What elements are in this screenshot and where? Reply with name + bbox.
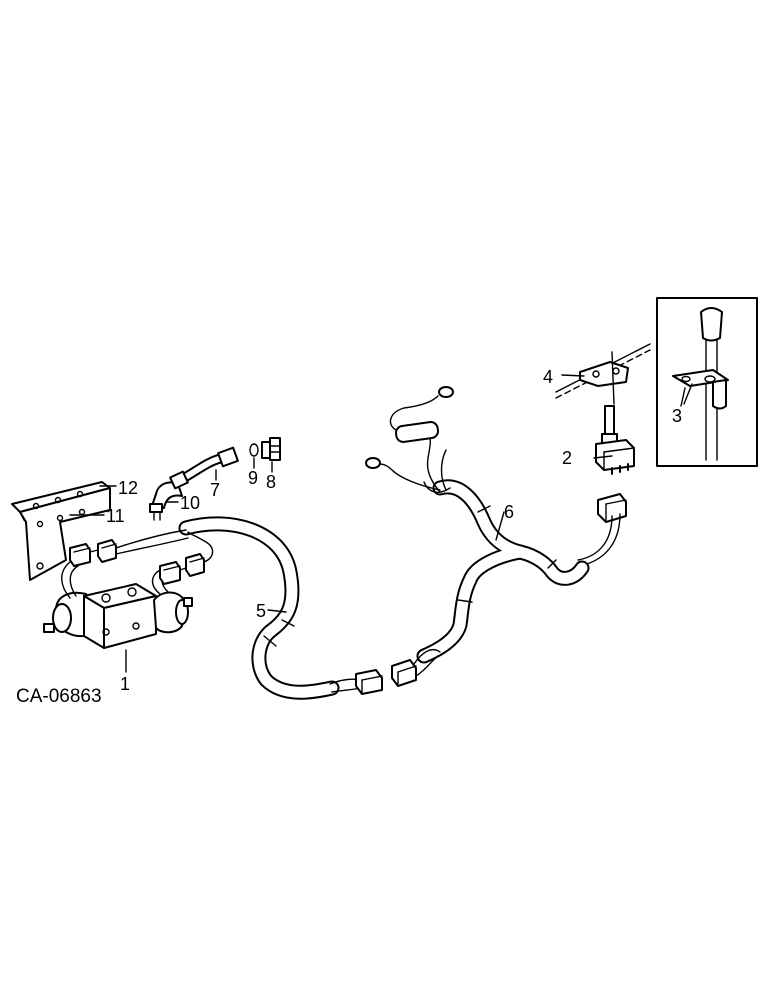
toggle-switch — [595, 405, 635, 475]
harness-six — [416, 479, 590, 664]
callout-2: 2 — [562, 448, 572, 468]
callout-3: 3 — [672, 406, 682, 426]
callout-5: 5 — [256, 601, 266, 621]
drawing-reference: CA-06863 — [16, 686, 102, 707]
callout-12: 12 — [118, 478, 138, 498]
solenoid-wiring — [61, 529, 214, 599]
fittings — [149, 437, 281, 521]
callout-9: 9 — [248, 468, 258, 488]
mounting-bracket — [11, 481, 111, 581]
callout-labels: 1 2 3 4 5 6 7 8 9 10 11 12 — [106, 367, 682, 694]
ring-terminals — [365, 386, 454, 493]
callout-10: 10 — [180, 493, 200, 513]
switch-plate — [555, 343, 651, 405]
leader-lines — [69, 374, 693, 673]
switch-connector — [577, 493, 627, 567]
callout-6: 6 — [504, 502, 514, 522]
solenoid-valve — [43, 583, 193, 649]
detail-inset — [656, 297, 758, 467]
callout-8: 8 — [266, 472, 276, 492]
callout-11: 11 — [106, 506, 125, 526]
callout-1: 1 — [120, 674, 130, 694]
middle-connectors — [329, 648, 441, 695]
callout-7: 7 — [210, 480, 220, 500]
callout-4: 4 — [543, 367, 553, 387]
harness-five — [178, 516, 340, 700]
